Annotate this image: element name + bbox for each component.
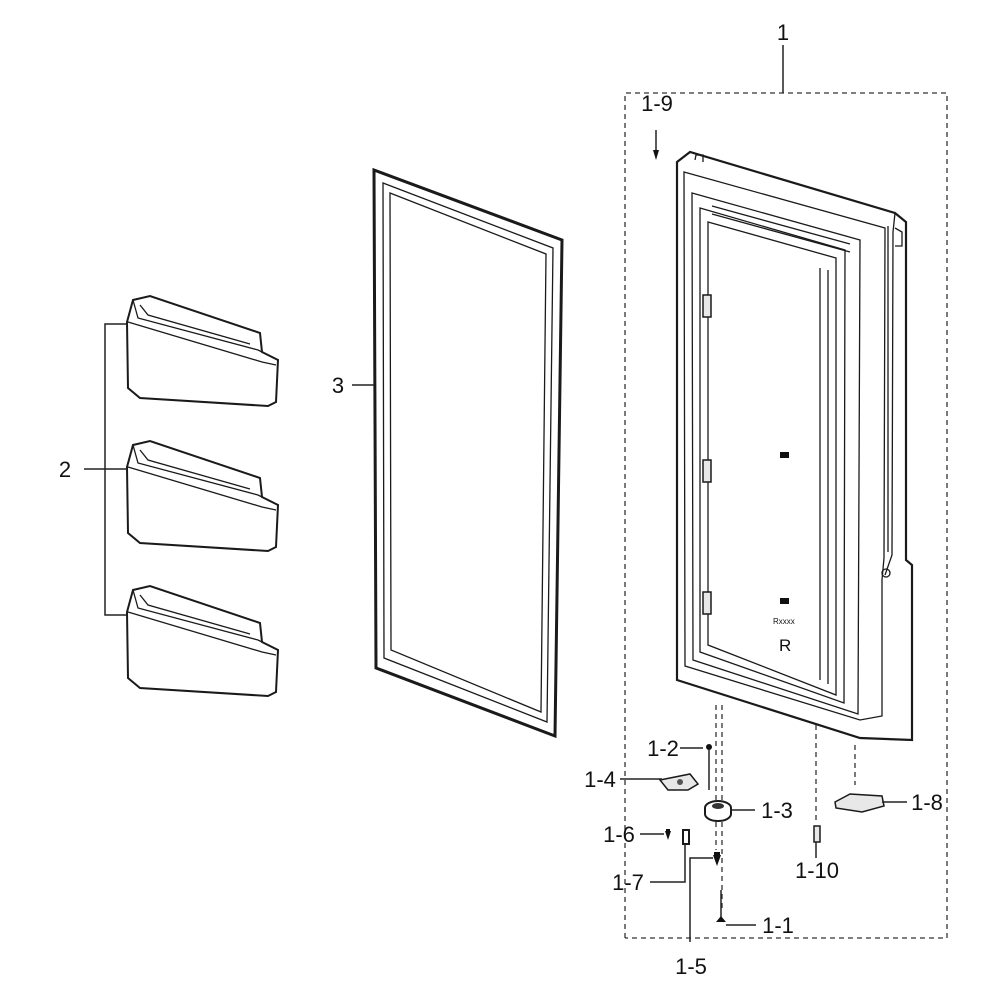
callout-1-2: 1-2	[647, 736, 679, 761]
callout-labels: 1 1-9 2 3 1-2 1-4 1-3 1-8 1-6 1-10 1-7 1…	[59, 20, 943, 979]
callout-2: 2	[59, 457, 71, 482]
callout-1-3: 1-3	[761, 798, 793, 823]
callout-1-9: 1-9	[641, 91, 673, 116]
door-side-letter: R	[779, 636, 791, 655]
callout-1-8: 1-8	[911, 790, 943, 815]
callout-1-6: 1-6	[603, 822, 635, 847]
callout-1-5: 1-5	[675, 954, 707, 979]
door-body: Rxxxx R	[675, 150, 914, 742]
bracket-1-7	[682, 829, 690, 845]
pin-1-2	[706, 744, 712, 790]
door-bin-middle	[125, 439, 280, 553]
screw-1-6	[665, 829, 671, 840]
screw-1-5	[713, 852, 721, 866]
door-bins	[84, 294, 280, 698]
door-assembly-group-box	[624, 45, 948, 939]
hinge-parts	[620, 130, 907, 942]
callout-1-10: 1-10	[795, 858, 839, 883]
hinge-pin-1-1	[716, 890, 726, 922]
hinge-bushing-1-3	[704, 800, 732, 822]
callout-1: 1	[777, 20, 789, 45]
spring-1-10	[813, 825, 821, 843]
door-gasket	[352, 167, 564, 739]
callout-1-7: 1-7	[612, 870, 644, 895]
screw-1-9	[653, 130, 659, 160]
callout-1-1: 1-1	[762, 913, 794, 938]
callout-3: 3	[332, 373, 344, 398]
cover-1-8	[834, 793, 885, 813]
door-bin-top	[125, 294, 280, 408]
hinge-plate-1-4	[658, 773, 700, 791]
svg-text:Rxxxx: Rxxxx	[773, 617, 795, 626]
callout-1-4: 1-4	[584, 767, 616, 792]
door-bin-bottom	[125, 584, 280, 698]
